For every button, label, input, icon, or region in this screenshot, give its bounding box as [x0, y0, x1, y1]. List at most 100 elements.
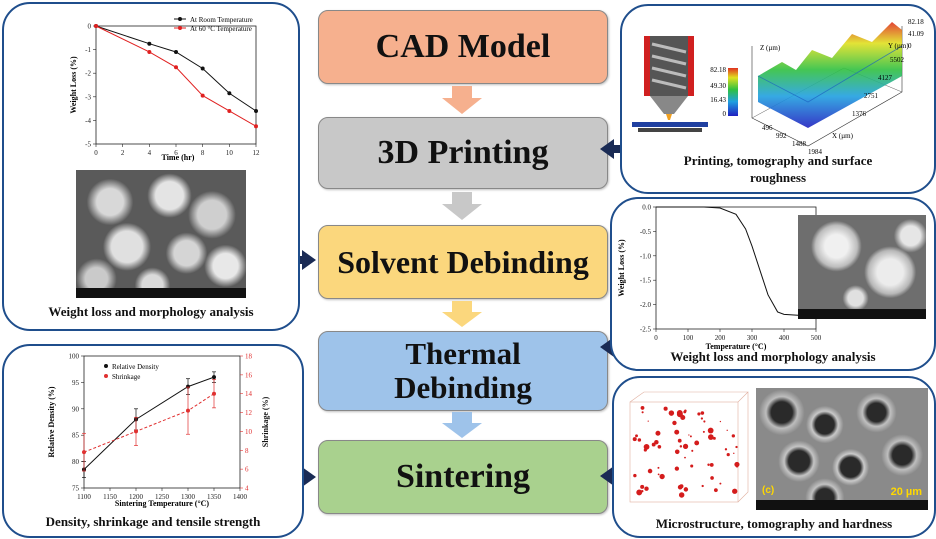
pore-dot: [643, 443, 650, 450]
x-tick-label: 1200: [129, 493, 144, 501]
data-point: [186, 408, 190, 413]
x-tick-label: 300: [747, 334, 758, 342]
pore-dot: [734, 461, 740, 468]
pore-dot: [640, 484, 645, 489]
legend-marker-shrinkage: [104, 374, 108, 378]
y-tick-label: -2.0: [640, 301, 652, 309]
x-tick-label: 200: [715, 334, 726, 342]
pore-dot: [683, 487, 689, 492]
x-axis-label: Time (hr): [162, 153, 195, 162]
y-tick-label: -1.5: [640, 277, 652, 285]
caption-top-left: Weight loss and morphology analysis: [48, 304, 254, 319]
pore-dot: [709, 462, 714, 467]
pore-dot: [641, 411, 644, 414]
y-tick-label: -3: [85, 93, 91, 101]
pore-dot: [708, 434, 714, 440]
legend-label-room: At Room Temperature: [190, 16, 253, 24]
y-tick-label-left: 95: [72, 379, 80, 387]
pore-tomography-image: [629, 391, 749, 503]
x-tick: 496: [762, 124, 773, 132]
stage-3d-printing: 3D Printing: [318, 117, 608, 189]
pore-dot: [636, 489, 643, 496]
x-tick-label: 1100: [77, 493, 91, 501]
pore-dot: [735, 445, 738, 449]
tga-curve: [656, 206, 816, 316]
caption-mid-right: Weight loss and morphology analysis: [670, 349, 876, 364]
data-point: [174, 65, 178, 70]
stage-sintering: Sintering: [318, 440, 608, 514]
pore-dot: [644, 486, 649, 491]
stage-cad-label: CAD Model: [375, 28, 551, 65]
y-axis-label: Weight Loss (%): [69, 56, 78, 114]
x-tick-label: 0: [654, 334, 658, 342]
pore-dot: [691, 449, 694, 452]
y-tick-label: -2.5: [640, 326, 652, 334]
pore-dot: [677, 438, 682, 443]
pore-dot: [713, 488, 718, 493]
sem-morphology-image: [76, 170, 246, 298]
pore-dot: [731, 434, 735, 438]
pore-dot: [647, 420, 649, 422]
y-tick: 4127: [878, 74, 893, 82]
y-tick-label: -1: [85, 46, 91, 54]
sem-info-bar: [756, 500, 928, 510]
pore-dot: [680, 415, 686, 421]
pore-dot: [719, 482, 722, 485]
y-tick-label: -0.5: [640, 228, 652, 236]
scale-tick: 16.43: [710, 96, 726, 104]
y-tick-label-right: 6: [245, 466, 249, 474]
pore-dot: [641, 490, 644, 493]
stage-sintering-label: Sintering: [395, 458, 531, 495]
y-tick: 5502: [890, 56, 905, 64]
pore-dot: [632, 437, 637, 442]
sem-thermal-image: [798, 215, 926, 319]
y-tick-label: -4: [85, 117, 91, 125]
legend-marker-density: [104, 364, 108, 368]
x-tick-label: 1300: [181, 493, 196, 501]
pore-dot: [733, 452, 735, 455]
pore-dot: [694, 440, 700, 446]
pore-dot: [657, 473, 660, 476]
y-axis-label-right: Shrinkage (%): [261, 396, 270, 447]
sem-info-bar: [798, 309, 926, 319]
pore-dot: [682, 443, 689, 449]
flow-arrow-3: [442, 301, 482, 327]
data-point: [212, 375, 216, 380]
pore-dot: [668, 410, 675, 416]
printer-nozzle-illustration: [632, 36, 708, 132]
x-tick-label: 6: [174, 149, 178, 157]
y-axis-label: Weight Loss (%): [617, 239, 626, 297]
panel-microstructure: (c) 20 µm Microstructure, tomography and…: [612, 376, 936, 538]
pore-dot: [683, 410, 687, 414]
data-point: [186, 384, 190, 389]
pore-dot: [702, 430, 705, 433]
y-tick-label: 0: [88, 23, 92, 31]
y-axis-label: Y (µm): [888, 42, 909, 50]
data-point: [200, 93, 205, 98]
pore-dot: [654, 439, 659, 445]
flow-arrow-2: [442, 192, 482, 220]
pore-dot: [703, 420, 706, 423]
pore-dot: [724, 448, 728, 451]
x-tick-label: 500: [811, 334, 822, 342]
flow-arrow-1: [442, 86, 482, 114]
x-tick-label: 8: [201, 149, 205, 157]
y-axis-label-left: Relative Density (%): [47, 386, 56, 457]
data-point: [82, 450, 86, 455]
pore-dot: [690, 464, 694, 468]
data-point: [94, 24, 98, 28]
pore-dot: [710, 476, 714, 480]
data-point: [147, 49, 152, 54]
data-point: [147, 41, 152, 46]
flow-arrow-4: [442, 412, 482, 438]
surface-mesh: [758, 22, 902, 128]
pore-dot: [637, 438, 642, 442]
stage-thermal-label-2: Debinding: [394, 370, 532, 405]
sem-panel-label: (c): [762, 485, 775, 496]
sem-fracture-image: (c) 20 µm: [756, 388, 928, 510]
pore-dot: [678, 492, 685, 498]
right-scale-tick: 82.18: [908, 18, 924, 26]
y-tick-label-right: 12: [245, 409, 253, 417]
x-tick-label: 12: [253, 149, 261, 157]
